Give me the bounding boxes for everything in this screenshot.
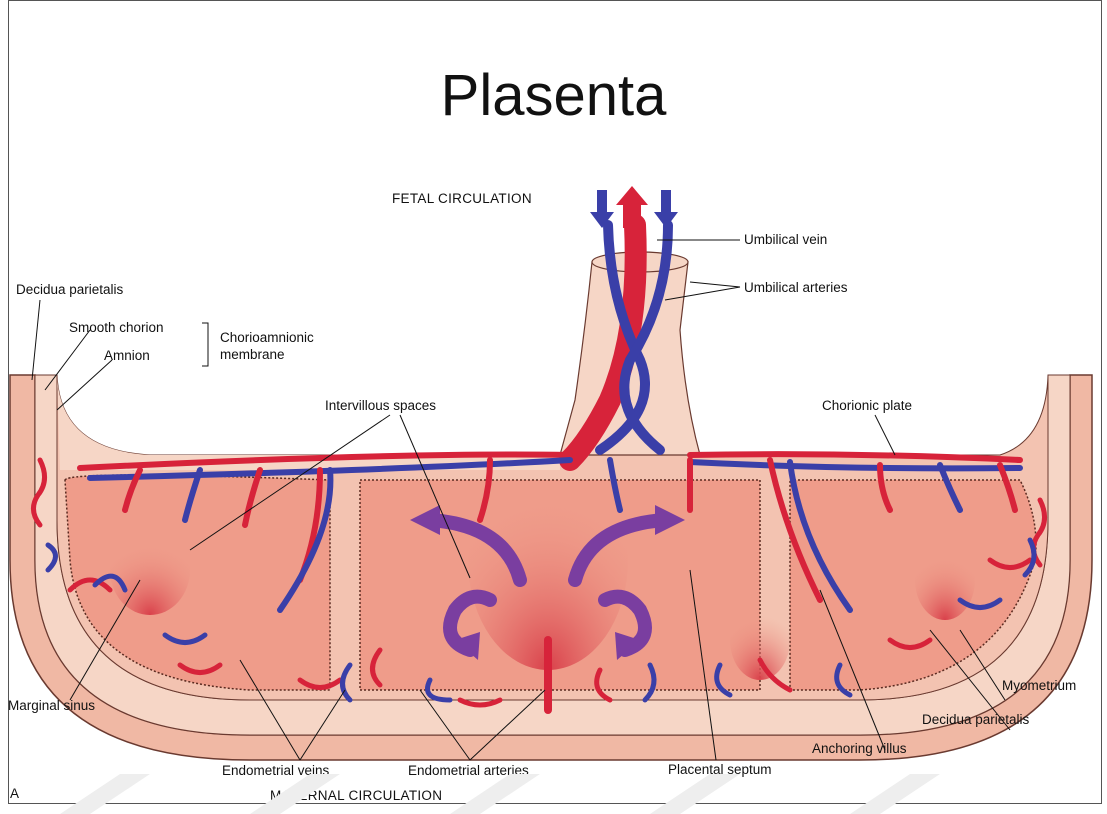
- label-intervillous-spaces: Intervillous spaces: [325, 398, 436, 413]
- label-smooth-chorion: Smooth chorion: [69, 320, 164, 335]
- page-title: Plasenta: [0, 62, 1107, 129]
- label-chorioamnionic-membrane: membrane: [220, 347, 285, 362]
- background-watermark: [0, 774, 1107, 814]
- label-chorionic-plate: Chorionic plate: [822, 398, 912, 413]
- label-amnion: Amnion: [104, 348, 150, 363]
- label-umbilical-vein: Umbilical vein: [744, 232, 827, 247]
- label-fetal-circulation: FETAL CIRCULATION: [392, 191, 532, 206]
- label-myometrium: Myometrium: [1002, 678, 1076, 693]
- label-decidua-parietalis-bottom: Decidua parietalis: [922, 712, 1029, 727]
- fetal-circulation-arrows: [590, 186, 678, 228]
- label-anchoring-villus: Anchoring villus: [812, 741, 907, 756]
- label-umbilical-arteries: Umbilical arteries: [744, 280, 848, 295]
- label-marginal-sinus: Marginal sinus: [8, 698, 95, 713]
- label-decidua-parietalis-top: Decidua parietalis: [16, 282, 123, 297]
- label-chorioamnionic: Chorioamnionic: [220, 330, 314, 345]
